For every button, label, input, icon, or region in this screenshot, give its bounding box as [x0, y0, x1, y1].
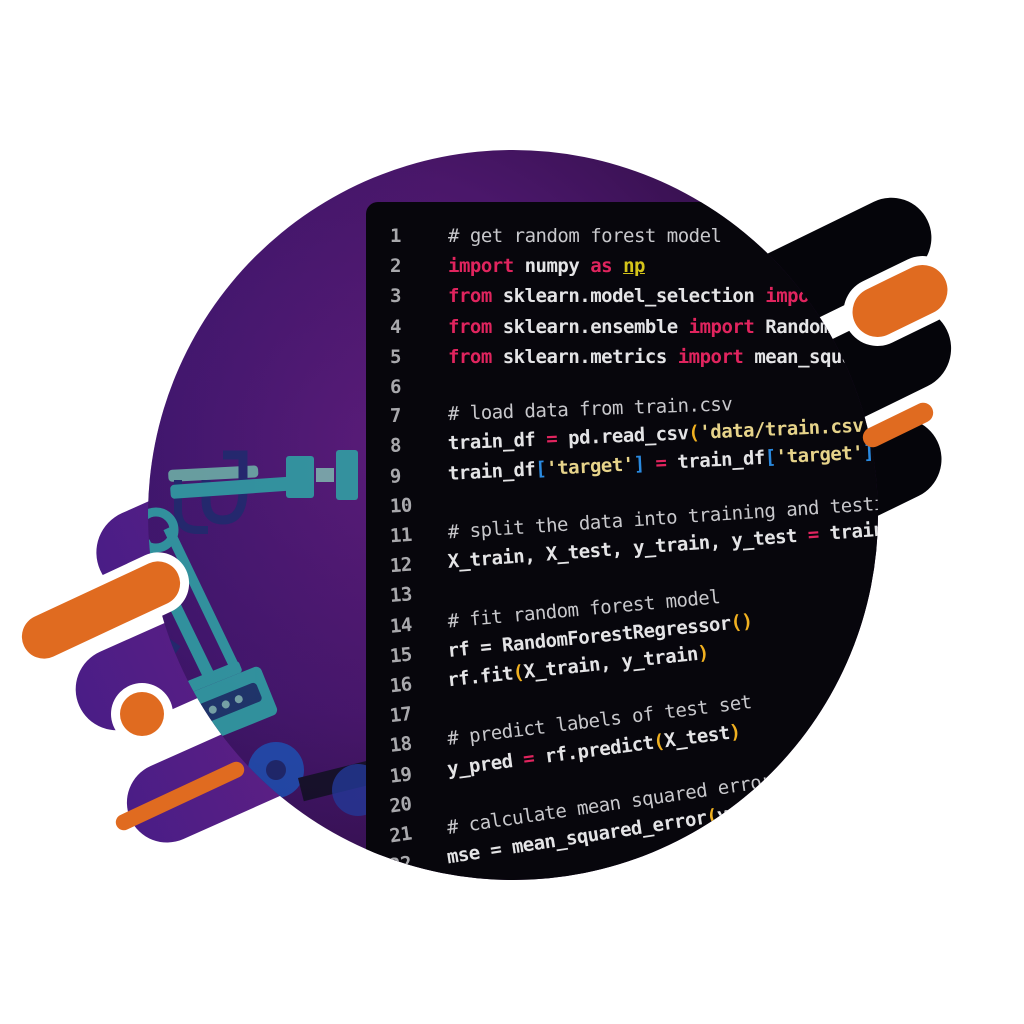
code-token: import	[765, 285, 831, 308]
code-line: 13	[365, 584, 413, 612]
line-number: 7	[389, 404, 402, 428]
line-number: 1	[390, 225, 401, 247]
code-text: from sklearn.ensemble import RandomFores…	[448, 313, 878, 341]
code-token: ()	[729, 609, 754, 634]
code-token: train_df	[676, 446, 766, 473]
code-token: as	[590, 255, 613, 278]
line-number: 17	[388, 703, 413, 728]
code-token: rf.fit	[446, 662, 514, 692]
line-number: 18	[388, 732, 413, 758]
line-number: 15	[388, 643, 413, 668]
code-text: from sklearn.metrics import mean_squared…	[448, 343, 878, 371]
line-number: 20	[388, 792, 413, 818]
code-token: =	[644, 450, 678, 475]
line-number: 10	[389, 494, 413, 518]
code-token: from	[448, 315, 492, 338]
code-token: mean_squared_error, r2_score	[754, 345, 878, 368]
code-token: )	[696, 641, 710, 665]
line-number: 12	[389, 553, 413, 578]
line-number: 16	[388, 673, 413, 698]
code-token: 'target'	[775, 441, 864, 468]
code-token: (	[687, 422, 700, 445]
code-token: )	[727, 720, 742, 744]
code-token: import	[688, 315, 755, 338]
line-number: 8	[389, 434, 402, 458]
code-token: from	[448, 345, 492, 368]
line-number: 11	[389, 523, 413, 548]
code-token: import	[448, 255, 514, 278]
code-line: 11# split the data into training and tes…	[365, 491, 878, 552]
orange-dot-accent	[120, 692, 164, 736]
code-token: np	[623, 255, 645, 278]
line-number: 2	[390, 255, 401, 278]
code-token: y_pred	[445, 748, 525, 780]
code-token: 'target'	[545, 453, 635, 480]
code-token: sklearn.metrics	[491, 345, 678, 368]
code-editor-panel: 1 # get random forest model 2 import numpy …	[366, 202, 878, 880]
line-number: 13	[389, 583, 413, 608]
line-number: 5	[390, 345, 401, 368]
code-content: 1 # get random forest model 2 import numpy …	[366, 202, 878, 880]
code-token: from	[448, 285, 492, 308]
code-token: RandomForestRegressor	[765, 315, 878, 338]
code-text: import numpy as np	[448, 252, 645, 280]
code-token: train_df	[447, 458, 536, 485]
line-number: 9	[389, 464, 402, 488]
line-number: 6	[390, 376, 401, 398]
code-line: 7# load data from train.csv	[366, 393, 733, 431]
line-number: 14	[388, 613, 413, 638]
line-number: 3	[390, 285, 401, 308]
code-token: import	[677, 345, 744, 368]
code-line: 10	[365, 494, 412, 522]
line-number: 21	[388, 822, 413, 848]
line-number: 4	[390, 315, 401, 338]
code-token: numpy	[513, 255, 591, 278]
code-token	[612, 255, 623, 277]
line-number: 19	[388, 762, 413, 788]
code-text: # get random forest model	[448, 222, 722, 250]
code-line: 14# fit random forest model	[365, 586, 721, 643]
code-token: sklearn.model_selection	[491, 285, 766, 308]
line-number: 22	[388, 852, 414, 878]
hero-disc: 1 # get random forest model 2 import numpy …	[148, 150, 878, 880]
code-token: pd.read_csv	[556, 422, 689, 451]
code-token: X_test	[662, 721, 731, 752]
code-token: sklearn.ensemble	[491, 315, 689, 338]
code-token: train_df	[447, 428, 547, 455]
code-token: # get random forest model	[448, 225, 722, 247]
code-text: from sklearn.model_selection import trai…	[448, 282, 878, 310]
